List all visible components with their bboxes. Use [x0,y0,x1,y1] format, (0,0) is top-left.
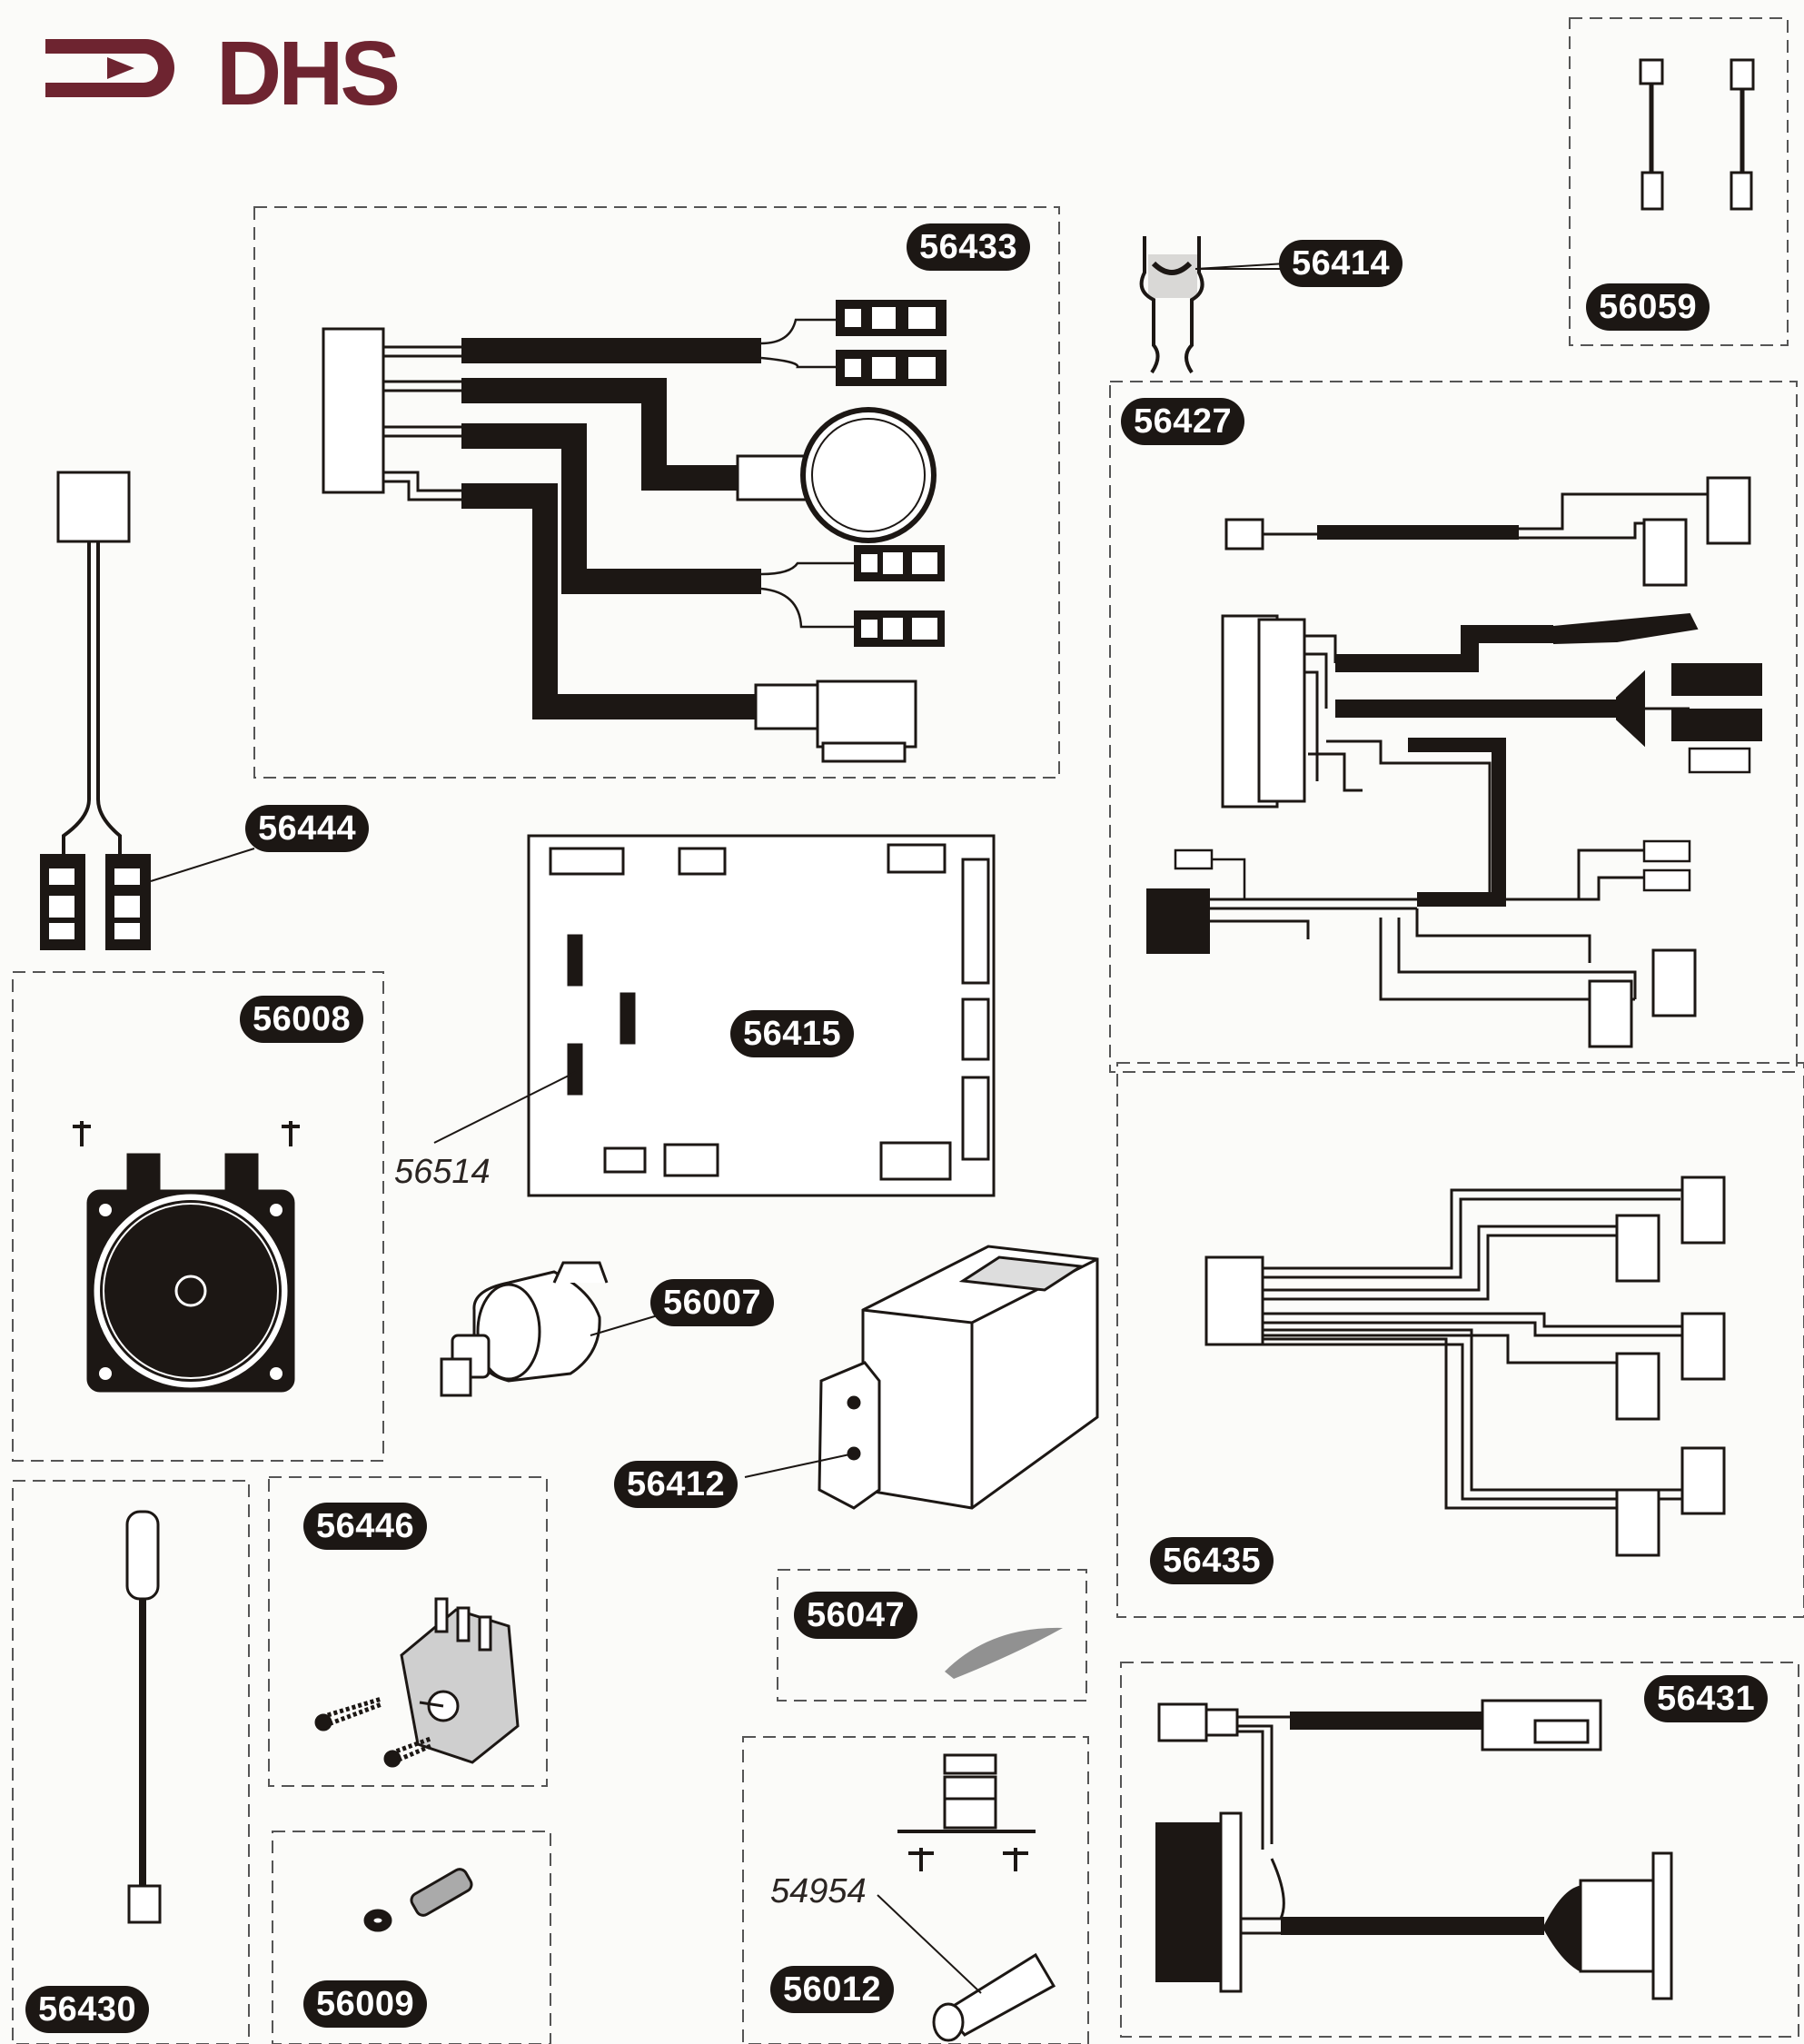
part-number-56012: 56012 [770,1966,895,2013]
box-56059 [1569,17,1789,346]
part-number-56412: 56412 [614,1461,738,1508]
part-number-56427: 56427 [1121,398,1245,445]
part-number-56415: 56415 [730,1010,855,1057]
box-56431 [1120,1662,1799,2038]
pressure-switch-56008 [73,1121,300,1393]
box-56433 [253,206,1060,779]
part-number-56446: 56446 [303,1503,428,1550]
sensor-56430 [125,1510,162,1924]
wire-56444 [40,471,255,950]
sensor-56007 [440,1261,659,1397]
box-56008 [12,971,384,1462]
part-number-56435: 56435 [1150,1537,1274,1584]
harness-56427 [1146,476,1762,1048]
part-number-56431: 56431 [1644,1675,1769,1722]
part-number-56430: 56430 [25,1986,150,2033]
part-number-56414: 56414 [1279,240,1403,287]
part-number-56009: 56009 [303,1980,428,2028]
harness-56433 [322,300,947,763]
control-box-56412 [744,1245,1099,1510]
part-number-56514: 56514 [394,1153,491,1191]
box-56012 [742,1736,1089,2044]
box-56009 [272,1831,551,2044]
dhs-logo: DHS [36,23,401,119]
part-number-56047: 56047 [794,1592,918,1639]
grease-56047 [945,1627,1063,1679]
switch-56446 [314,1597,520,1768]
part-number-56433: 56433 [907,223,1031,271]
part-number-54954: 54954 [770,1872,867,1910]
wires-56059 [1639,58,1755,211]
harness-56435 [1204,1176,1726,1557]
box-56435 [1116,1062,1804,1618]
box-56446 [268,1476,548,1787]
logo-arrow-icon [45,39,174,97]
leader-lines [1194,263,1287,270]
clip-56414 [1139,236,1290,374]
box-56427 [1109,381,1798,1073]
part-number-56008: 56008 [240,996,364,1043]
part-number-56007: 56007 [650,1279,775,1326]
logo-text: DHS [216,23,401,124]
harness-56431 [1155,1699,1673,2000]
pcb-56415 [433,834,996,1197]
part-number-56444: 56444 [245,805,370,852]
bracket-56012 [877,1753,1056,2042]
part-number-56059: 56059 [1586,283,1710,331]
fitting-56009 [363,1868,473,1932]
